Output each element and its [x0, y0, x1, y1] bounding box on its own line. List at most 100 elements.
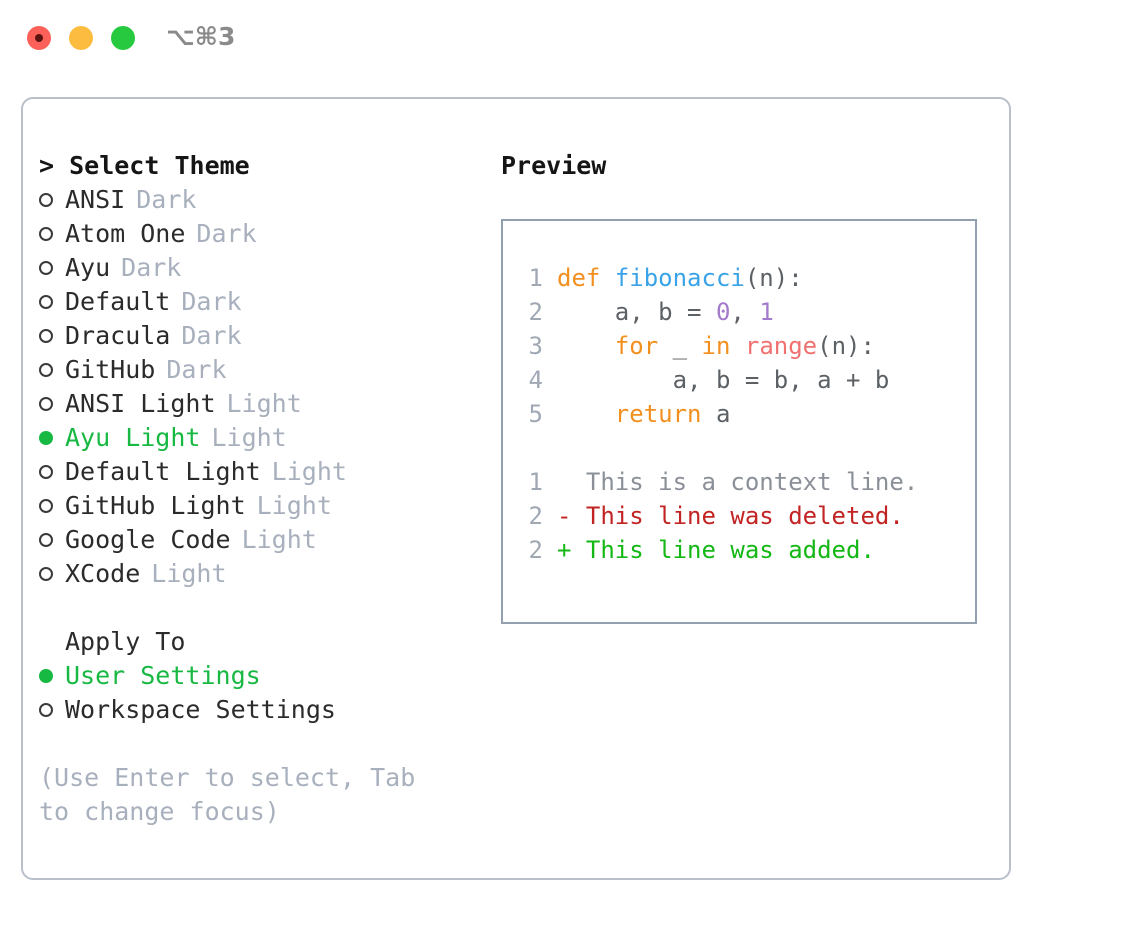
- theme-variant-tag: Light: [256, 491, 332, 520]
- code-token: a, b = b, a + b: [557, 366, 890, 394]
- diff-marker: -: [557, 502, 572, 530]
- radio-unselected-icon: [39, 295, 53, 309]
- diff-sample: 1 This is a context line.2- This line wa…: [521, 465, 975, 567]
- keyboard-shortcut-label: ⌥⌘3: [166, 22, 236, 51]
- radio-unselected-icon: [39, 465, 53, 479]
- line-number: 2: [528, 298, 543, 326]
- theme-option-ayu[interactable]: Ayu Dark: [39, 251, 509, 285]
- list-spacer: [39, 591, 509, 625]
- diff-text: This is a context line.: [571, 468, 919, 496]
- radio-unselected-icon: [39, 227, 53, 241]
- theme-option-label: Dracula: [65, 321, 171, 350]
- code-token: 1: [759, 298, 774, 326]
- radio-unselected-icon: [39, 499, 53, 513]
- code-token: [557, 332, 615, 360]
- code-token: _: [658, 332, 702, 360]
- theme-option-ansi-light[interactable]: ANSI Light Light: [39, 387, 509, 421]
- radio-unselected-icon: [39, 193, 53, 207]
- code-token: [730, 332, 744, 360]
- theme-option-ayu-light[interactable]: Ayu Light Light: [39, 421, 509, 455]
- radio-unselected-icon: [39, 703, 53, 717]
- code-token: ,: [730, 298, 760, 326]
- code-token: def: [557, 264, 615, 292]
- apply-to-option-user-settings[interactable]: User Settings: [39, 659, 509, 693]
- theme-option-default[interactable]: Default Dark: [39, 285, 509, 319]
- radio-unselected-icon: [39, 261, 53, 275]
- theme-option-atom-one[interactable]: Atom One Dark: [39, 217, 509, 251]
- code-token: return: [614, 400, 702, 428]
- theme-variant-tag: Dark: [121, 253, 182, 282]
- diff-marker: [557, 468, 571, 496]
- line-number: 4: [528, 366, 543, 394]
- code-token: for: [614, 332, 659, 360]
- radio-unselected-icon: [39, 363, 53, 377]
- code-line: 4 a, b = b, a + b: [521, 363, 975, 397]
- close-button[interactable]: [27, 26, 51, 50]
- theme-option-label: Default Light: [65, 457, 261, 486]
- line-number: 2: [528, 502, 543, 530]
- theme-option-label: Atom One: [65, 219, 186, 248]
- theme-option-label: ANSI Light: [65, 389, 216, 418]
- title-bar: ⌥⌘3: [0, 0, 1140, 78]
- select-theme-header: > Select Theme: [39, 151, 250, 180]
- apply-to-option-workspace-settings[interactable]: Workspace Settings: [39, 693, 509, 727]
- theme-option-default-light[interactable]: Default Light Light: [39, 455, 509, 489]
- radio-unselected-icon: [39, 533, 53, 547]
- radio-selected-icon: [39, 669, 53, 683]
- code-token: a: [701, 400, 731, 428]
- theme-variant-tag: Light: [211, 423, 287, 452]
- code-line: 3 for _ in range(n):: [521, 329, 975, 363]
- theme-option-label: Google Code: [65, 525, 231, 554]
- code-token: [557, 400, 615, 428]
- line-number: 1: [528, 264, 543, 292]
- theme-variant-tag: Dark: [166, 355, 227, 384]
- code-line: 2 a, b = 0, 1: [521, 295, 975, 329]
- theme-option-label: Ayu Light: [65, 423, 201, 452]
- radio-unselected-icon: [39, 567, 53, 581]
- theme-option-dracula[interactable]: Dracula Dark: [39, 319, 509, 353]
- diff-line: 1 This is a context line.: [521, 465, 975, 499]
- code-token: (n):: [744, 264, 803, 292]
- diff-text: This line was added.: [571, 536, 875, 564]
- diff-line: 2+ This line was added.: [521, 533, 975, 567]
- keyboard-hint-text: (Use Enter to select, Tab to change focu…: [39, 763, 416, 826]
- line-number: 2: [528, 536, 543, 564]
- radio-unselected-icon: [39, 329, 53, 343]
- line-number: 3: [528, 332, 543, 360]
- diff-line: 2- This line was deleted.: [521, 499, 975, 533]
- line-number: 5: [528, 400, 543, 428]
- code-token: in: [701, 332, 731, 360]
- theme-option-label: Default: [65, 287, 171, 316]
- window-controls: [27, 26, 135, 50]
- theme-variant-tag: Dark: [136, 185, 197, 214]
- theme-variant-tag: Dark: [196, 219, 257, 248]
- apply-to-option-label: Workspace Settings: [65, 695, 336, 724]
- theme-option-label: XCode: [65, 559, 141, 588]
- radio-unselected-icon: [39, 397, 53, 411]
- theme-variant-tag: Dark: [181, 321, 242, 350]
- theme-variant-tag: Light: [271, 457, 347, 486]
- preview-header: Preview: [501, 151, 607, 180]
- theme-option-label: GitHub Light: [65, 491, 246, 520]
- theme-variant-tag: Light: [226, 389, 302, 418]
- radio-selected-icon: [39, 431, 53, 445]
- minimize-button[interactable]: [69, 26, 93, 50]
- theme-variant-tag: Dark: [181, 287, 242, 316]
- zoom-button[interactable]: [111, 26, 135, 50]
- code-line: 5 return a: [521, 397, 975, 431]
- preview-gap: [521, 431, 975, 465]
- theme-option-label: Ayu: [65, 253, 111, 282]
- theme-option-github-light[interactable]: GitHub Light Light: [39, 489, 509, 523]
- code-token: (n):: [817, 332, 875, 360]
